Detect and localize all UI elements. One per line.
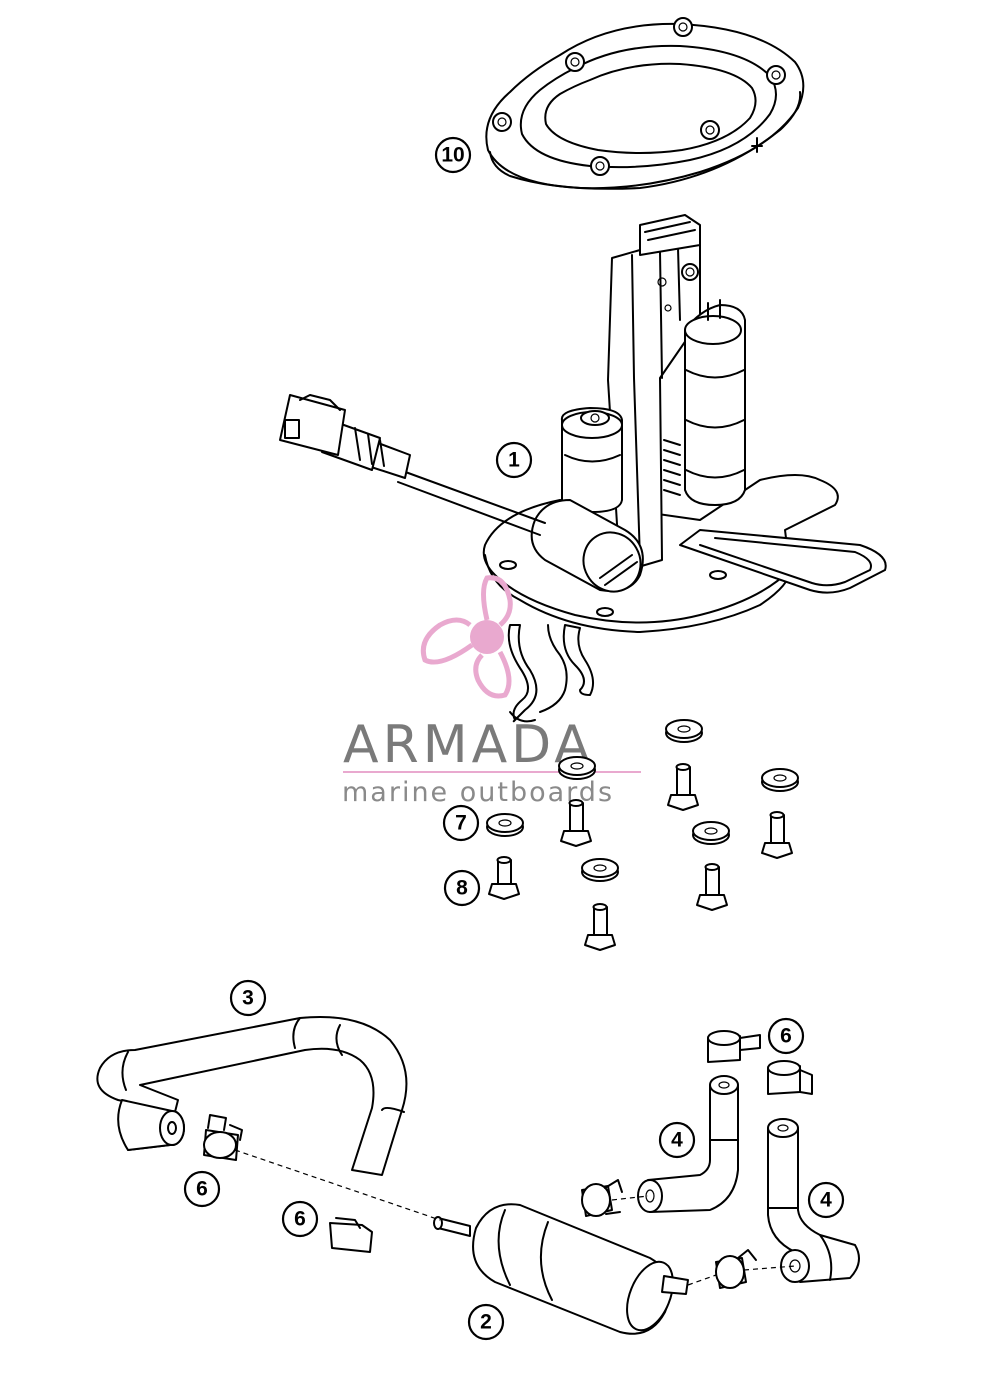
bolts (488, 763, 793, 951)
callout-label: 4 (671, 1129, 683, 1152)
callout-4-left: 4 (658, 1121, 696, 1159)
watermark-title: ARMADA (343, 715, 594, 775)
watermark-logo-propeller (420, 575, 513, 699)
assembly-lines (234, 1149, 796, 1286)
callout-label: 2 (480, 1311, 492, 1334)
callout-label: 3 (242, 987, 254, 1010)
callout-6-top-right: 6 (767, 1017, 805, 1055)
long-hose (96, 1015, 408, 1176)
callout-2: 2 (467, 1303, 505, 1341)
callout-label: 6 (196, 1178, 208, 1201)
callout-label: 7 (455, 812, 467, 835)
elbow-hoses (637, 1075, 860, 1283)
callout-1: 1 (495, 441, 533, 479)
clamps (203, 1030, 813, 1289)
callout-label: 10 (441, 144, 464, 167)
callout-label: 6 (780, 1025, 792, 1048)
callout-label: 8 (456, 877, 468, 900)
watermark-subtitle: marine outboards (342, 777, 614, 808)
callout-7: 7 (442, 804, 480, 842)
callout-8: 8 (443, 869, 481, 907)
callout-6-bottom: 6 (281, 1200, 319, 1238)
fuel-pump-module (279, 214, 887, 723)
gasket-plate (485, 17, 805, 190)
callout-10: 10 (434, 136, 472, 174)
callout-label: 4 (820, 1189, 832, 1212)
washers (486, 719, 799, 882)
callout-3: 3 (229, 979, 267, 1017)
callout-label: 1 (508, 449, 520, 472)
callout-4-right: 4 (807, 1181, 845, 1219)
callout-label: 6 (294, 1208, 306, 1231)
fuel-filter (433, 1203, 689, 1335)
callout-6-left: 6 (183, 1170, 221, 1208)
